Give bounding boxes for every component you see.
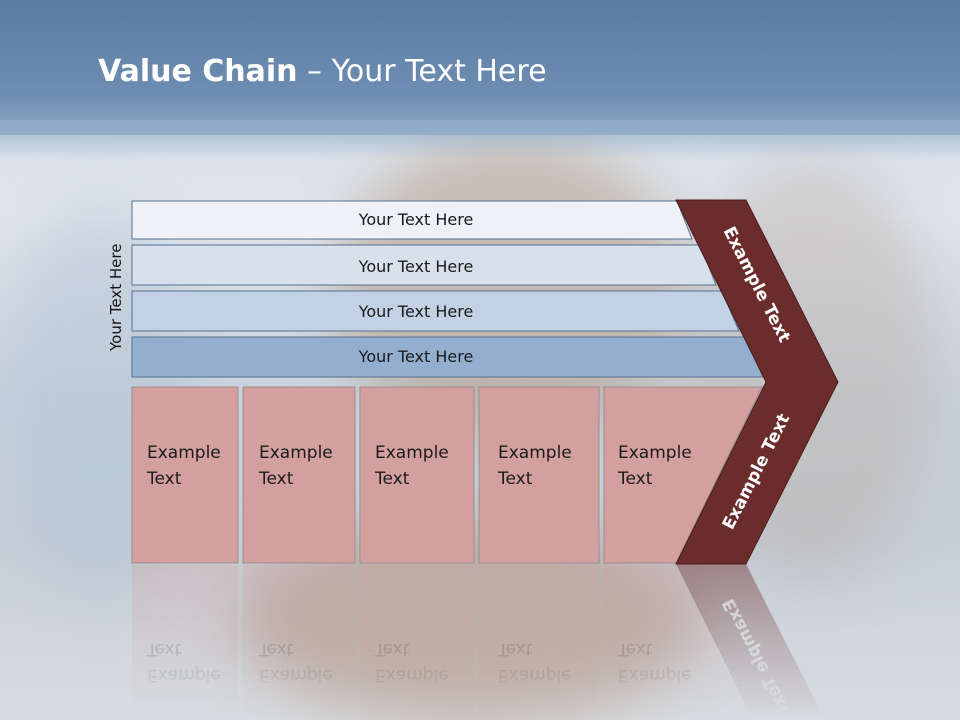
reflection-box-4-line2: Text (497, 639, 533, 659)
activity-box-4-line2: Text (497, 469, 533, 489)
support-bar-2 (131, 244, 717, 286)
reflection-box-4 (479, 565, 599, 720)
page-title: Value Chain – Your Text Here (98, 54, 547, 89)
activity-box-2-line1: Example (259, 443, 333, 463)
reflection-box-3-line1: Example (375, 665, 449, 685)
support-bar-3 (131, 290, 740, 332)
activity-box-4 (478, 386, 600, 564)
activity-box-5-line2: Text (617, 469, 653, 489)
activity-box-1 (131, 386, 239, 564)
reflection-box-3-line2: Text (374, 639, 410, 659)
reflection-chevron-lower (676, 564, 825, 720)
margin-chevron: Example Text Example Text (675, 199, 839, 565)
support-bars: Your Text Here Your Text Here Your Text … (131, 200, 764, 378)
reflection-box-2-line1: Example (259, 665, 333, 685)
activity-box-1-line2: Text (146, 469, 182, 489)
activity-box-3 (359, 386, 475, 564)
reflection-box-2 (243, 565, 355, 720)
reflection-box-2-line2: Text (258, 639, 294, 659)
reflection-box-1 (132, 565, 238, 720)
activity-box-1-line1: Example (147, 443, 221, 463)
reflection: Example Text Example Text Example Text E… (132, 564, 825, 720)
title-bold: Value Chain (98, 54, 298, 89)
activity-box-3-line1: Example (375, 443, 449, 463)
reflection-box-1-line2: Text (146, 639, 182, 659)
reflection-box-3 (360, 565, 474, 720)
reflection-box-1-line1: Example (147, 665, 221, 685)
title-rest: – Your Text Here (297, 54, 547, 89)
reflection-box-4-line1: Example (498, 665, 572, 685)
primary-activities: Example Text Example Text Example Text E… (131, 386, 763, 564)
activity-box-2 (242, 386, 356, 564)
support-bar-1 (131, 200, 693, 240)
activity-box-4-line1: Example (498, 443, 572, 463)
reflection-box-5 (604, 565, 752, 720)
activity-box-2-line2: Text (258, 469, 294, 489)
activity-box-3-line2: Text (374, 469, 410, 489)
support-bar-4-label: Your Text Here (358, 347, 474, 366)
header-fade (0, 120, 960, 160)
support-bar-2-label: Your Text Here (358, 257, 474, 276)
header-band (0, 0, 960, 135)
activity-box-5-line1: Example (618, 443, 692, 463)
reflection-box-5-line2: Text (617, 639, 653, 659)
reflection-box-5-line1: Example (618, 665, 692, 685)
support-bar-1-label: Your Text Here (358, 210, 474, 229)
support-bar-3-label: Your Text Here (358, 302, 474, 321)
